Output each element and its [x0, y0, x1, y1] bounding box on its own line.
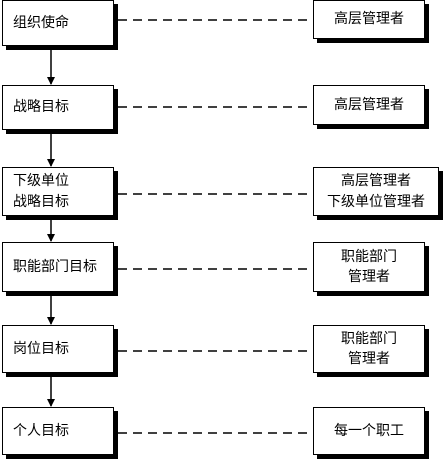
objective-text: 职能部门目标	[13, 258, 97, 275]
manager-text: 高层管理者	[334, 11, 404, 28]
objective-box-individual: 个人目标	[2, 407, 114, 455]
manager-text: 下级单位管理者	[327, 193, 425, 210]
manager-text: 管理者	[348, 351, 390, 367]
manager-text: 每一个职工	[334, 422, 404, 439]
manager-box-level-6: 每一个职工	[313, 407, 425, 455]
objective-text: 岗位目标	[13, 340, 69, 357]
manager-text: 职能部门	[341, 330, 397, 347]
objective-text: 战略目标	[13, 99, 69, 116]
objective-box-strategic: 战略目标	[2, 85, 114, 130]
manager-box-level-1: 高层管理者	[313, 0, 425, 39]
manager-box-level-4: 职能部门 管理者	[313, 242, 425, 292]
manager-box-level-2: 高层管理者	[313, 85, 425, 125]
manager-text: 高层管理者	[341, 173, 411, 190]
objective-text: 下级单位	[13, 173, 69, 190]
objective-box-subunit-strategic: 下级单位 战略目标	[2, 167, 114, 216]
objective-text: 组织使命	[13, 14, 69, 31]
manager-box-level-3: 高层管理者 下级单位管理者	[313, 167, 439, 216]
objective-box-position: 岗位目标	[2, 325, 114, 373]
objective-box-mission: 组织使命	[2, 0, 114, 46]
manager-text: 职能部门	[341, 248, 397, 265]
manager-text: 管理者	[348, 269, 390, 285]
manager-box-level-5: 职能部门 管理者	[313, 325, 425, 373]
objective-text: 个人目标	[13, 422, 69, 439]
objective-text: 战略目标	[13, 193, 69, 210]
objective-box-department: 职能部门目标	[2, 242, 114, 292]
manager-text: 高层管理者	[334, 96, 404, 113]
